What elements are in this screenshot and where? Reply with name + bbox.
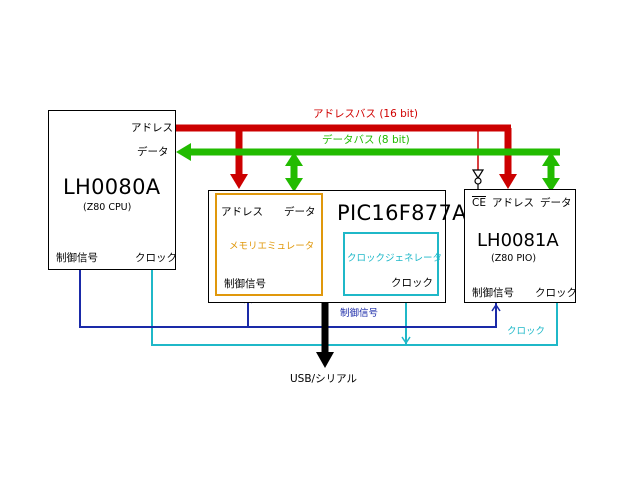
address-bus-label: アドレスバス (16 bit) <box>313 108 418 120</box>
pic-name: PIC16F877A <box>337 201 467 225</box>
pio-block: CE アドレス データ LH0081A (Z80 PIO) 制御信号 クロック <box>464 189 577 303</box>
pic-control-pin: 制御信号 <box>224 278 266 290</box>
cpu-data-pin: データ <box>137 146 169 158</box>
pio-ce-pin: CE <box>472 197 486 209</box>
control-signal-label: 制御信号 <box>340 308 379 319</box>
pic-block: PIC16F877A アドレス データ メモリエミュレータ 制御信号 クロックジ… <box>208 190 466 303</box>
usb-serial-link <box>316 303 334 368</box>
data-bus-label: データバス (8 bit) <box>322 134 410 146</box>
clock-line-label: クロック <box>507 326 546 337</box>
pio-data-pin: データ <box>540 197 572 209</box>
clock-lines <box>151 270 558 346</box>
cpu-subtitle: (Z80 CPU) <box>83 202 132 213</box>
cpu-control-pin: 制御信号 <box>56 252 98 264</box>
pic-address-pin: アドレス <box>221 206 263 218</box>
memory-emulator-label: メモリエミュレータ <box>229 241 315 252</box>
data-bus <box>176 143 560 192</box>
pio-control-pin: 制御信号 <box>472 287 514 299</box>
clock-generator-label: クロックジェネレータ <box>347 253 443 264</box>
memory-emulator-block: アドレス データ メモリエミュレータ 制御信号 <box>215 193 323 296</box>
pio-name: LH0081A <box>477 230 559 251</box>
clock-generator-block: クロックジェネレータ クロック <box>343 232 443 296</box>
usb-serial-label: USB/シリアル <box>290 373 357 385</box>
pio-subtitle: (Z80 PIO) <box>491 253 537 264</box>
pic-clock-pin: クロック <box>391 277 433 289</box>
cpu-clock-pin: クロック <box>135 252 177 264</box>
cpu-name: LH0080A <box>63 175 161 199</box>
pio-address-pin: アドレス <box>492 197 534 209</box>
pic-data-pin: データ <box>284 206 316 218</box>
cpu-address-pin: アドレス <box>131 122 173 134</box>
pio-clock-pin: クロック <box>535 287 577 299</box>
cpu-block: アドレス データ LH0080A (Z80 CPU) 制御信号 クロック <box>48 110 177 270</box>
